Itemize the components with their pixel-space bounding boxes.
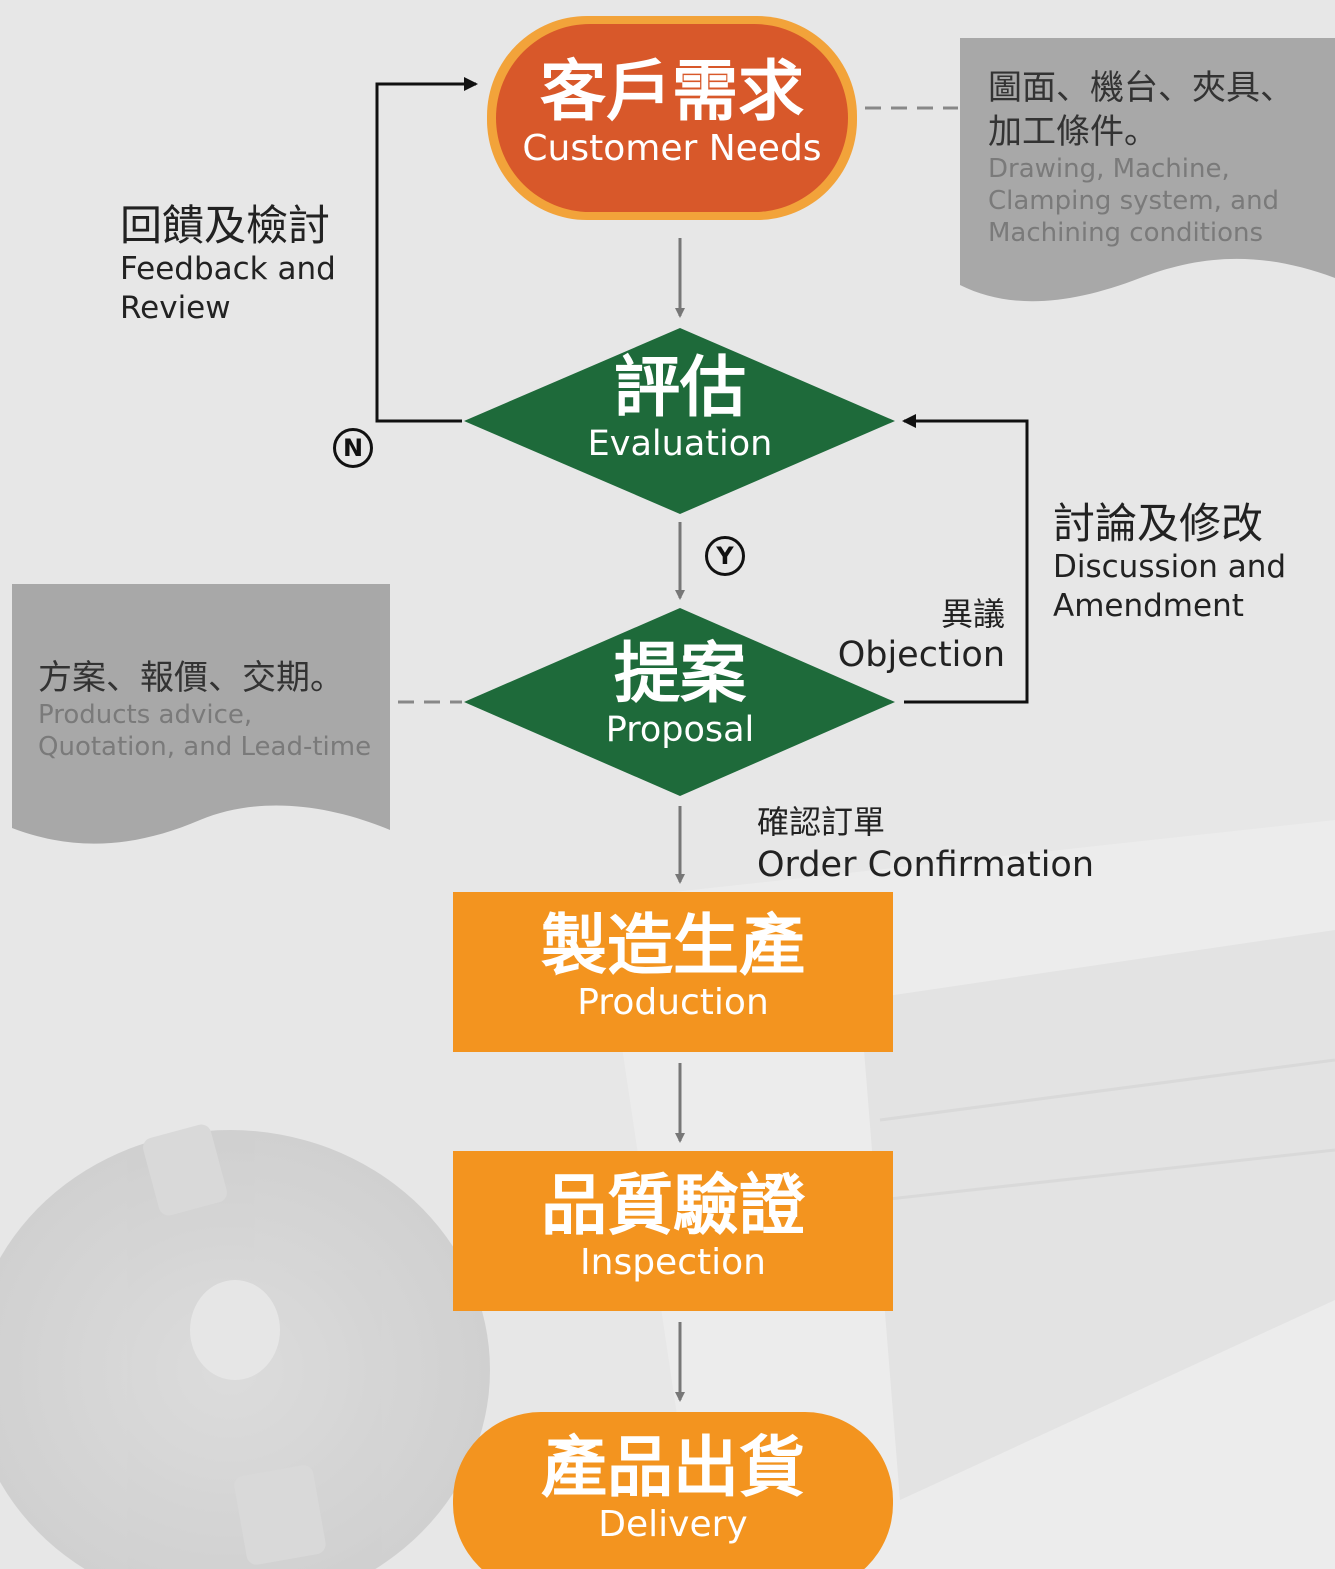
- objection-en: Objection: [837, 635, 1005, 675]
- proposal-en: Proposal: [605, 709, 755, 750]
- feedback-zh: 回饋及檢討: [120, 201, 331, 250]
- no-marker: N: [333, 428, 373, 468]
- customer-needs-zh: 客戶需求: [540, 53, 804, 130]
- objection-zh: 異議: [940, 595, 1005, 633]
- inspection-box: [453, 1151, 893, 1311]
- delivery-node: 產品出貨 Delivery: [453, 1429, 893, 1545]
- customer-needs-en: Customer Needs: [522, 127, 822, 169]
- discussion-zh: 討論及修改: [1053, 499, 1264, 548]
- offer-en-line2: Quotation, and Lead-time: [38, 731, 372, 762]
- evaluation-zh: 評估: [614, 349, 746, 426]
- order-zh: 確認訂單: [757, 803, 886, 841]
- inspection-en: Inspection: [580, 1241, 766, 1283]
- proposal-diamond: [464, 608, 895, 796]
- requirements-note: 圖面、機台、夾具、 加工條件。 Drawing, Machine, Clampi…: [988, 66, 1294, 250]
- evaluation-diamond: [464, 328, 895, 514]
- proposal-node: 提案 Proposal: [530, 635, 830, 750]
- offer-note-shape: [12, 584, 390, 844]
- production-node: 製造生產 Production: [453, 907, 893, 1023]
- requirements-zh-line1: 圖面、機台、夾具、: [988, 68, 1294, 108]
- customer-needs-node: 客戶需求 Customer Needs: [496, 53, 848, 169]
- requirements-note-shape: [960, 38, 1335, 302]
- customer-needs-shape: [496, 24, 848, 212]
- requirements-en-line1: Drawing, Machine,: [988, 154, 1230, 185]
- objection-label: 異議 Objection: [800, 594, 1005, 678]
- production-en: Production: [577, 981, 769, 1023]
- feedback-en-line2: Review: [120, 290, 231, 327]
- requirements-zh-line2: 加工條件。: [988, 112, 1158, 153]
- proposal-zh: 提案: [614, 635, 746, 712]
- discussion-label: 討論及修改 Discussion and Amendment: [1053, 499, 1287, 626]
- production-box: [453, 892, 893, 1052]
- delivery-en: Delivery: [598, 1503, 748, 1545]
- order-confirmation-label: 確認訂單 Order Confirmation: [757, 802, 1094, 887]
- inspection-zh: 品質驗證: [541, 1167, 805, 1244]
- production-zh: 製造生產: [541, 907, 805, 984]
- discussion-loop-line: [902, 414, 1029, 704]
- requirements-en-line3: Machining conditions: [988, 217, 1264, 248]
- feedback-en-line1: Feedback and: [120, 251, 336, 288]
- offer-en-line1: Products advice,: [38, 700, 253, 731]
- evaluation-node: 評估 Evaluation: [530, 349, 830, 464]
- order-en: Order Confirmation: [757, 844, 1095, 885]
- requirements-en-line2: Clamping system, and: [988, 186, 1280, 217]
- offer-note: 方案、報價、交期。 Products advice, Quotation, an…: [38, 656, 371, 764]
- discussion-en-line1: Discussion and: [1053, 549, 1287, 586]
- delivery-terminal: [453, 1412, 893, 1569]
- evaluation-en: Evaluation: [587, 423, 773, 464]
- discussion-en-line2: Amendment: [1053, 588, 1244, 625]
- inspection-node: 品質驗證 Inspection: [453, 1167, 893, 1283]
- delivery-zh: 產品出貨: [541, 1429, 805, 1506]
- offer-zh: 方案、報價、交期。: [38, 658, 344, 698]
- feedback-label: 回饋及檢討 Feedback and Review: [120, 201, 336, 328]
- yes-marker: Y: [705, 536, 745, 576]
- feedback-loop-line: [375, 77, 478, 423]
